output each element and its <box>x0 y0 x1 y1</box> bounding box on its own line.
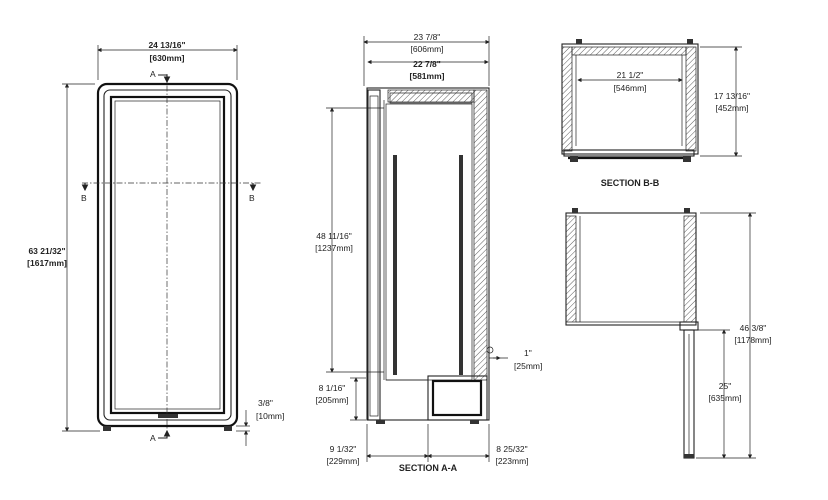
section-bb-door <box>563 149 695 157</box>
section-bb-rear-wall <box>571 46 687 56</box>
front-glass-inner <box>114 100 221 410</box>
front-width-in: 24 13/16" <box>148 40 185 50</box>
side-view: 46 3/8" [1178mm] 25" [635mm] <box>565 208 772 459</box>
aa-rear-offset-mm: [223mm] <box>495 456 528 466</box>
aa-depth-body-mm: [581mm] <box>410 71 445 81</box>
front-door-frame <box>103 89 232 421</box>
section-aa-door <box>367 89 381 421</box>
aa-depth-body-in: 22 7/8" <box>413 59 441 69</box>
side-total-height-mm: [1178mm] <box>734 335 771 345</box>
aa-depth-total-in: 23 7/8" <box>414 32 441 42</box>
bb-inner-width-mm: [546mm] <box>613 83 646 93</box>
section-bb-left-wall <box>561 46 573 152</box>
front-height-in: 63 21/32" <box>28 246 65 256</box>
side-lower-height-mm: [635mm] <box>708 393 741 403</box>
section-aa-shelf-rail-rear <box>459 155 463 375</box>
section-mark-b-right: B <box>249 193 255 203</box>
aa-depth-total-mm: [606mm] <box>410 44 443 54</box>
section-bb-outline <box>561 43 699 155</box>
front-foot-mm: [10mm] <box>256 411 284 421</box>
front-logo-plate <box>158 414 178 418</box>
section-aa-compressor <box>431 379 483 417</box>
aa-front-offset-mm: [229mm] <box>326 456 359 466</box>
section-mark-a-top: A <box>150 69 156 79</box>
section-aa-inner-liner <box>385 103 473 381</box>
section-aa-compressor-box <box>427 375 488 421</box>
aa-rear-gap-mm: [25mm] <box>514 361 542 371</box>
side-hinge-block <box>679 321 699 331</box>
section-bb-label: SECTION B-B <box>601 178 660 188</box>
front-height-mm: [1617mm] <box>27 258 67 268</box>
section-bb-right-wall <box>685 46 697 152</box>
front-view: A A B B 24 13/16" [630mm] 63 21/32" [161… <box>27 40 284 446</box>
section-arrow-a-bottom <box>158 429 171 439</box>
aa-rear-offset-in: 8 25/32" <box>496 444 527 454</box>
section-bb-view: 21 1/2" [546mm] 17 13/16" [452mm] SECTIO… <box>561 39 750 188</box>
side-right-wall <box>683 215 697 323</box>
aa-interior-height-mm: [1237mm] <box>315 243 353 253</box>
aa-rear-gap-in: 1" <box>524 348 532 358</box>
section-mark-b-left: B <box>81 193 87 203</box>
section-aa-cabinet-outline <box>366 87 490 421</box>
aa-base-height-in: 8 1/16" <box>319 383 346 393</box>
section-aa-shelf-rail-front <box>393 155 397 375</box>
aa-front-offset-in: 9 1/32" <box>330 444 357 454</box>
aa-interior-height-in: 48 11/16" <box>316 231 351 241</box>
front-width-mm: [630mm] <box>150 53 185 63</box>
section-aa-label: SECTION A-A <box>399 463 458 473</box>
front-foot-left <box>103 426 111 431</box>
bb-inner-width-in: 21 1/2" <box>617 70 644 80</box>
bb-depth-mm: [452mm] <box>715 103 748 113</box>
section-aa-view: 23 7/8" [606mm] 22 7/8" [581mm] 48 11/16… <box>315 32 542 473</box>
front-foot-in: 3/8" <box>258 398 273 408</box>
front-glass-panel <box>109 95 226 415</box>
front-foot-right <box>224 426 232 431</box>
side-left-wall <box>565 215 577 323</box>
section-mark-a-bottom: A <box>150 433 156 443</box>
side-total-height-in: 46 3/8" <box>740 323 767 333</box>
side-cabinet-outline <box>565 212 697 326</box>
aa-base-height-mm: [205mm] <box>315 395 348 405</box>
side-lower-height-in: 25" <box>719 381 731 391</box>
section-aa-rear-insulation <box>473 89 488 381</box>
bb-depth-in: 17 13/16" <box>714 91 750 101</box>
section-arrow-a-top <box>158 74 171 84</box>
front-cabinet-outline <box>96 82 239 428</box>
section-aa-top-insulation <box>387 89 475 103</box>
